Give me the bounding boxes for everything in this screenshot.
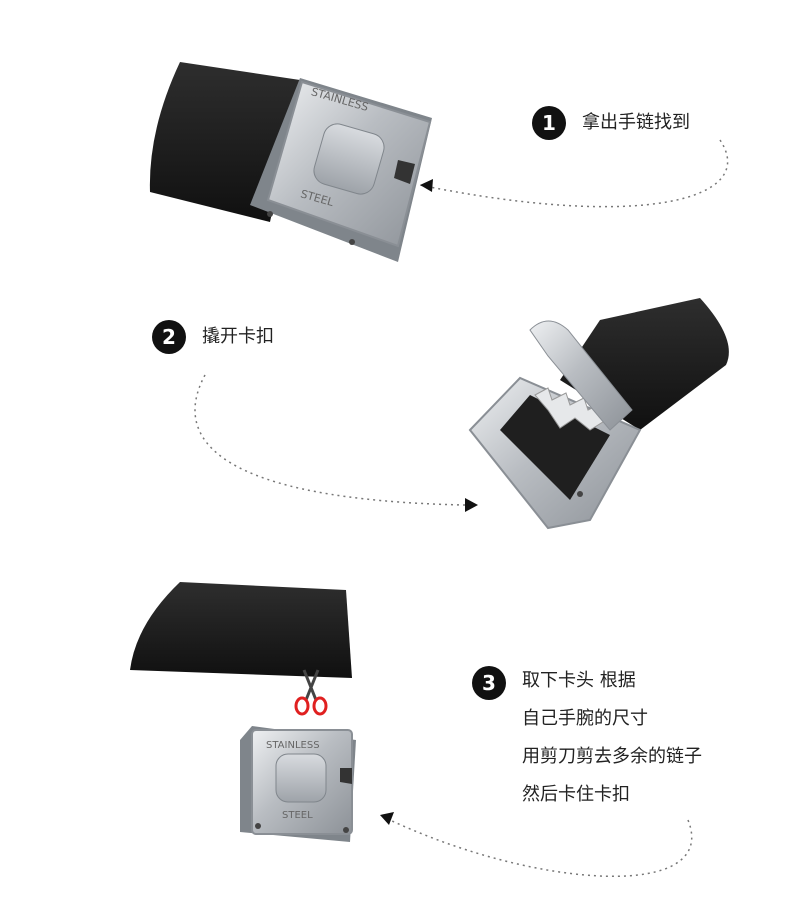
closed-buckle-image: STAINLESS STEEL <box>149 62 432 262</box>
rivet <box>577 491 583 497</box>
scissors-icon <box>294 669 328 716</box>
step-line: 用剪刀剪去多余的链子 <box>522 746 702 767</box>
step-text: 拿出手链找到 <box>582 106 690 140</box>
step-line: 拿出手链找到 <box>582 112 690 133</box>
step-line: 然后卡住卡扣 <box>522 784 630 805</box>
buckle-notch <box>340 768 352 784</box>
cut-strap-image <box>130 582 352 678</box>
rivet <box>267 211 273 217</box>
step-line: 自己手腕的尺寸 <box>522 708 648 729</box>
step-number-badge: 3 <box>472 666 506 700</box>
strap <box>130 582 352 678</box>
arrowhead-icon <box>420 179 433 192</box>
buckle-lid <box>529 320 633 431</box>
rivet <box>255 823 261 829</box>
dotted-arrow-1 <box>419 139 729 208</box>
rivet <box>349 239 355 245</box>
step-line: 取下卡头 根据 <box>522 670 636 691</box>
buckle-head-image: STAINLESS STEEL <box>240 726 356 842</box>
step-1: 1 拿出手链找到 <box>532 106 690 140</box>
step-text: 撬开卡扣 <box>202 320 274 354</box>
dotted-arrow-2 <box>194 374 466 506</box>
step-number-badge: 1 <box>532 106 566 140</box>
opened-buckle-image <box>468 298 729 530</box>
engraving-bottom: STEEL <box>282 810 313 821</box>
arrowhead-icon <box>465 498 478 512</box>
arrowhead-icon <box>380 812 394 825</box>
step-3: 3 取下卡头 根据 自己手腕的尺寸 用剪刀剪去多余的链子 然后卡住卡扣 <box>472 662 702 814</box>
step-line: 撬开卡扣 <box>202 326 274 347</box>
engraving-top: STAINLESS <box>266 740 320 751</box>
step-2: 2 撬开卡扣 <box>152 320 274 354</box>
rivet <box>343 827 349 833</box>
buckle-pad <box>275 753 327 803</box>
buckle-notch <box>394 160 415 184</box>
buckle-pad <box>313 123 385 195</box>
step-number-badge: 2 <box>152 320 186 354</box>
step-text: 取下卡头 根据 自己手腕的尺寸 用剪刀剪去多余的链子 然后卡住卡扣 <box>522 662 702 814</box>
dotted-arrow-3 <box>389 819 693 878</box>
